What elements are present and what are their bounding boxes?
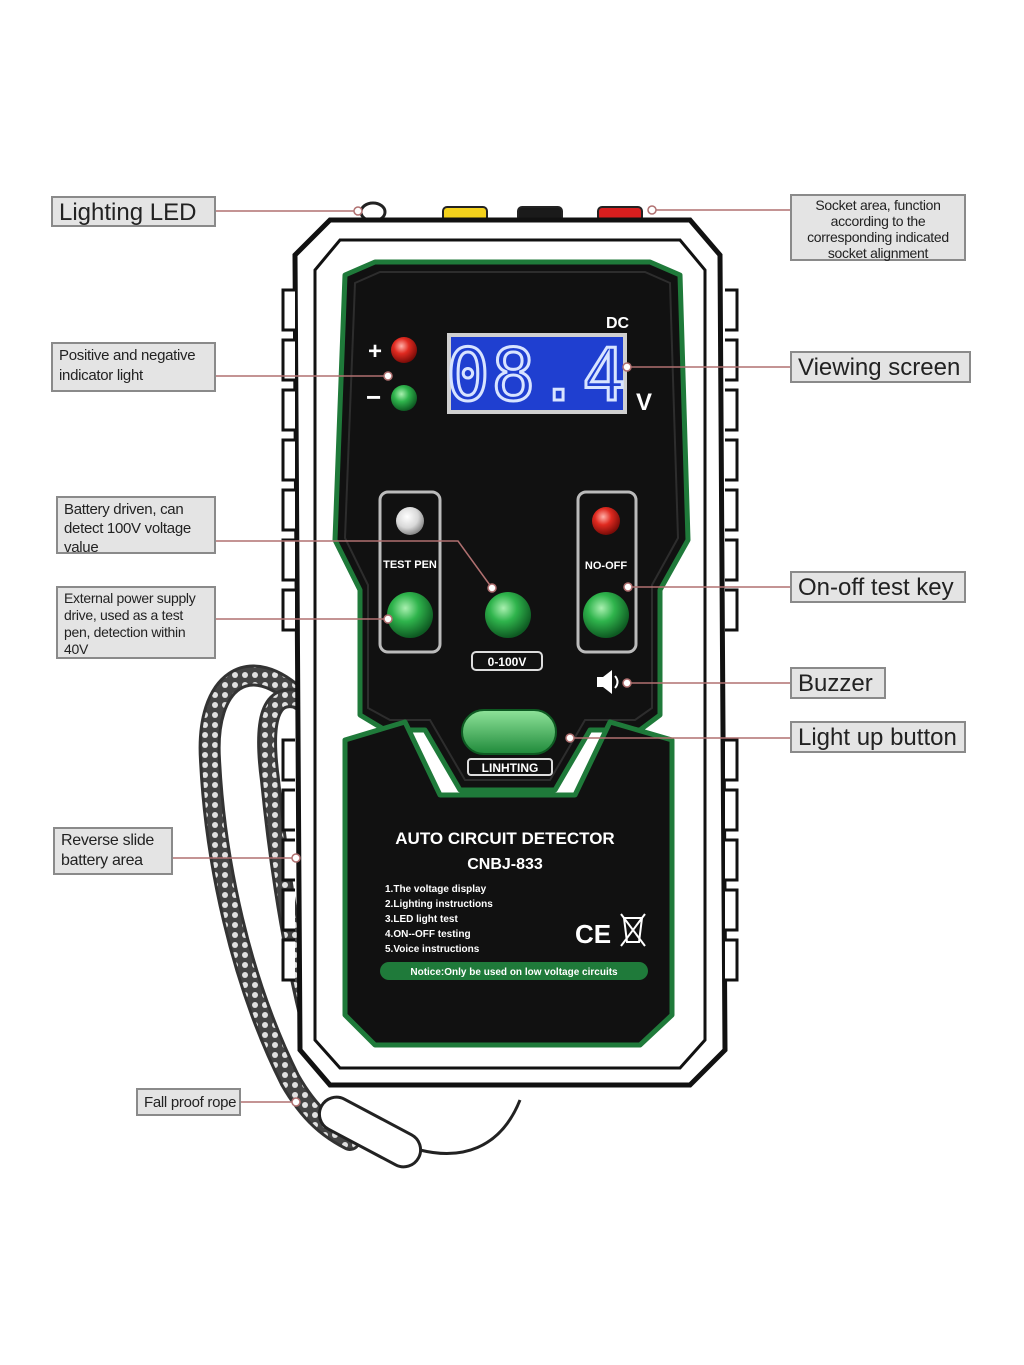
viewing-screen: 08.4 [445,332,627,419]
light-up-button[interactable] [461,709,557,755]
callout-battery-driven: Battery driven, can detect 100V voltage … [56,496,216,556]
ce-mark: CE [575,919,611,949]
callout-on-off-key: On-off test key [790,571,966,603]
callout-buzzer: Buzzer [790,667,886,699]
leader-lines [172,209,790,1103]
callout-text: Battery driven, can detect 100V voltage … [64,501,191,556]
minus-sign: − [366,382,381,412]
test-pen-button[interactable] [387,592,433,638]
unit-label: V [636,389,652,416]
callout-text: Viewing screen [798,354,961,381]
leader-dots [291,205,657,1107]
callout-text: Socket area, function according to the c… [807,197,949,261]
positive-led [391,337,417,363]
mode-label: DC [606,315,630,332]
device-title: AUTO CIRCUIT DETECTOR [395,829,614,848]
callout-text: Reverse slide battery area [61,832,155,869]
instruction-item: 5.Voice instructions [385,944,480,955]
instruction-item: 4.ON--OFF testing [385,929,471,940]
callout-lighting-led: Lighting LED [51,196,216,227]
on-off-label: NO-OFF [585,560,627,572]
instruction-item: 2.Lighting instructions [385,899,493,910]
callout-text: Fall proof rope [144,1094,237,1111]
callout-fall-proof-rope: Fall proof rope [136,1088,241,1116]
range-label: 0-100V [488,655,527,669]
callout-viewing-screen: Viewing screen [790,351,971,383]
light-button-label: LINHTING [482,761,539,775]
voltage-test-button[interactable] [485,592,531,638]
instruction-item: 3.LED light test [385,914,458,925]
test-pen-group [378,490,442,654]
callout-external-power: External power supply drive, used as a t… [56,586,216,659]
instruction-list: 1.The voltage display 2.Lighting instruc… [385,884,493,955]
notice-text: Notice:Only be used on low voltage circu… [410,967,618,978]
callout-text: Buzzer [798,670,873,697]
indicator-lights [391,337,417,411]
callout-text: Positive and negative indicator light [59,347,196,384]
on-off-button[interactable] [583,592,629,638]
callout-indicator-light: Positive and negative indicator light [51,342,216,392]
test-pen-label: TEST PEN [383,559,437,571]
callout-text: External power supply drive, used as a t… [64,590,196,657]
on-off-led [592,507,620,535]
callout-light-up-button: Light up button [790,721,966,753]
buzzer-icon [597,670,619,694]
screen-digits: 08.4 [446,333,627,417]
instruction-item: 1.The voltage display [385,884,487,895]
on-off-group [576,490,638,654]
weee-bin-icon [620,913,646,947]
callout-battery-area: Reverse slide battery area [53,827,173,875]
callout-text: On-off test key [798,574,954,601]
callout-socket-area: Socket area, function according to the c… [790,194,966,261]
fall-proof-rope [198,664,522,1169]
device-model: CNBJ-833 [467,856,543,873]
callout-text: Light up button [798,724,957,751]
callout-text: Lighting LED [59,199,197,226]
plus-sign: + [368,338,382,365]
test-pen-led [396,507,424,535]
negative-led [391,385,417,411]
